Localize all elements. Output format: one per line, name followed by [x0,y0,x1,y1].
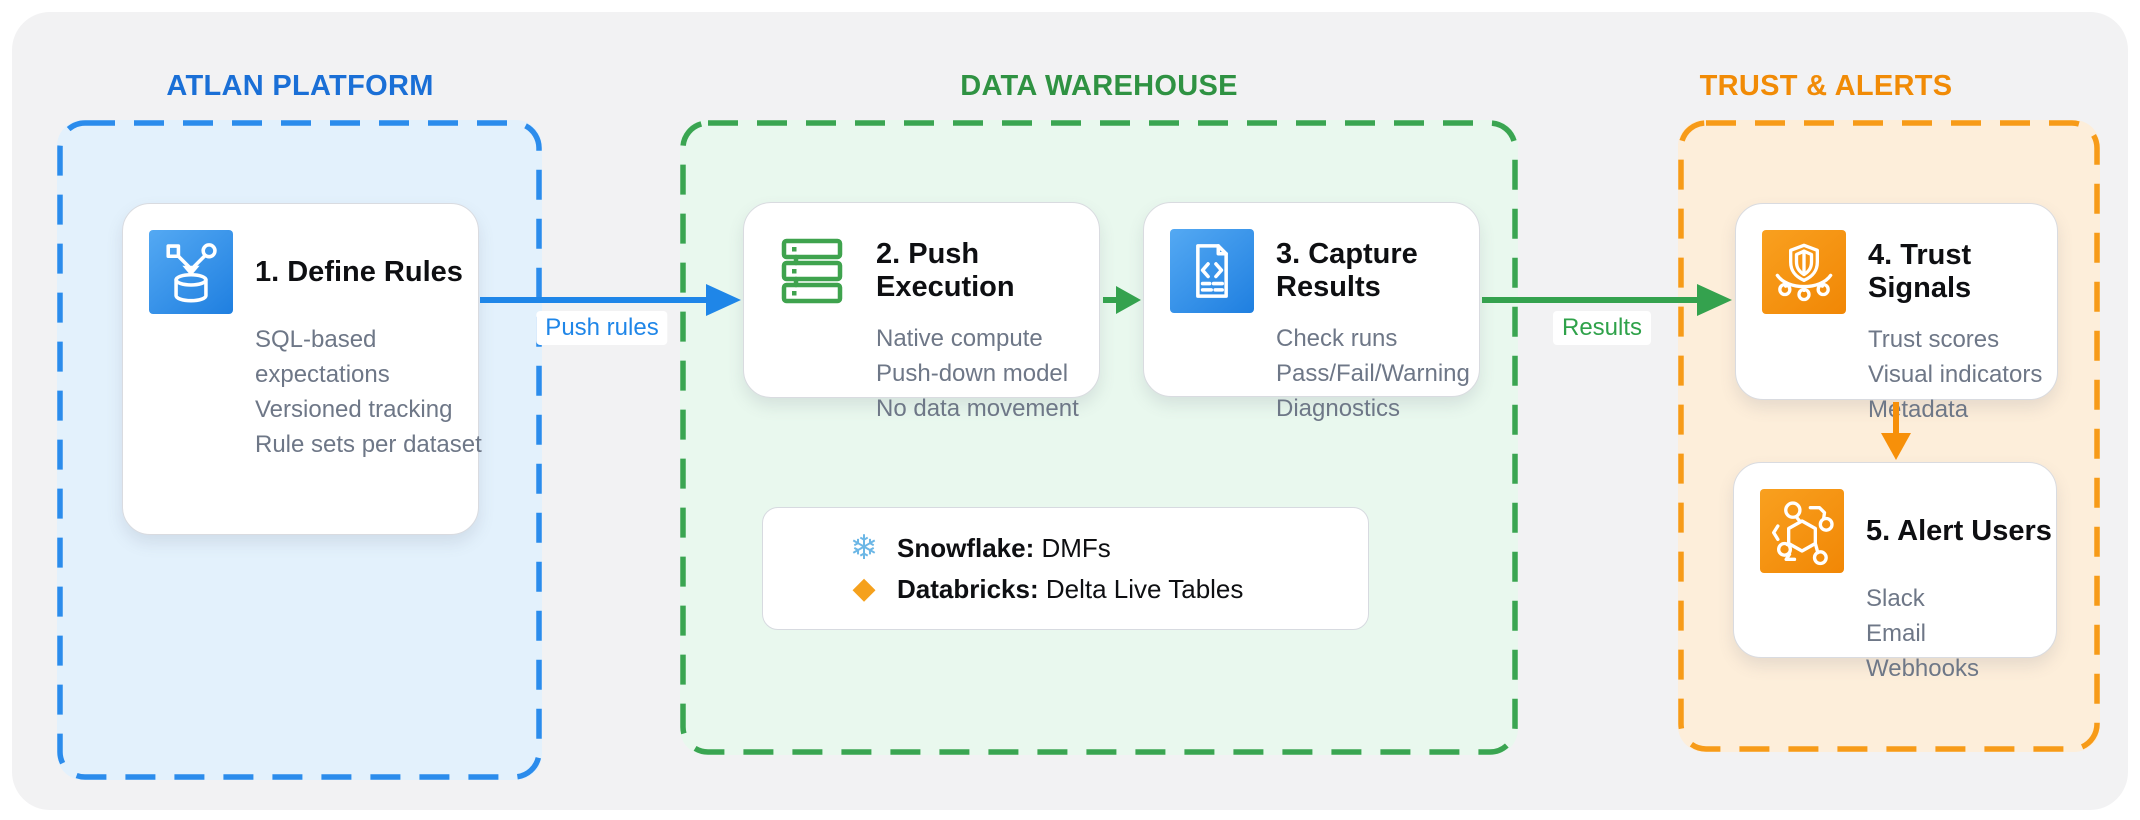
card-capture-results: 3. Capture Results Check runs Pass/Fail/… [1143,202,1480,422]
card-title: 4. Trust Signals [1868,239,1972,304]
card-body-line: Trust scores [1868,326,2000,353]
card-define-rules: 1. Define Rules SQL-based expectations V… [122,203,482,535]
card-body-line: Metadata [1868,396,1969,423]
card-body: SQL-based expectations Versioned trackin… [255,322,482,462]
trust-shield-icon [1762,230,1846,314]
card-body-line: Slack [1866,585,1925,612]
alert-network-icon [1760,489,1844,573]
card-body-line: SQL-based [255,326,377,353]
legend-item-databricks: ◆ Databricks: Delta Live Tables [847,574,1368,605]
card-body-line: No data movement [876,395,1079,422]
card-body-line: Native compute [876,325,1043,352]
card-body: Trust scores Visual indicators Metadata [1868,322,2045,427]
card-body: Slack Email Webhooks [1866,581,2052,686]
card-body-line: expectations [255,361,390,388]
rules-database-icon [149,230,233,314]
card-body-line: Push-down model [876,360,1069,387]
server-stack-icon [770,229,854,313]
card-title: 2. Push Execution [876,238,1015,303]
dashed-border [1678,120,2100,752]
code-document-icon [1170,229,1254,313]
legend-text: Snowflake: DMFs [897,532,1111,563]
section-title-trust-alerts: TRUST & ALERTS [1699,70,1953,102]
card-body-line: Rule sets per dataset [255,431,482,458]
results-label: Results [1552,311,1652,345]
card-title: 1. Define Rules [255,255,463,288]
legend-item-snowflake: ❄ Snowflake: DMFs [847,529,1368,567]
card-title: 5. Alert Users [1866,514,2052,547]
card-push-execution: 2. Push Execution Native compute Push-do… [743,202,1100,422]
push-rules-label: Push rules [536,311,668,345]
card-body-line: Versioned tracking [255,396,453,423]
card-body-line: Visual indicators [1868,361,2043,388]
legend-box: ❄ Snowflake: DMFs ◆ Databricks: Delta Li… [762,507,1369,630]
card-body-line: Pass/Fail/Warning [1276,360,1470,387]
card-body-line: Diagnostics [1276,395,1401,422]
legend-text: Databricks: Delta Live Tables [897,573,1244,604]
snowflake-icon: ❄ [849,529,879,567]
card-body-line: Email [1866,620,1927,647]
databricks-diamond-icon: ◆ [852,572,876,605]
card-title: 3. Capture Results [1276,238,1418,303]
dashed-border [57,120,542,780]
card-body-line: Webhooks [1866,655,1979,682]
card-alert-users: 5. Alert Users Slack Email Webhooks [1733,462,2057,682]
card-body: Check runs Pass/Fail/Warning Diagnostics [1276,321,1470,426]
dashed-border [680,120,1518,755]
section-title-atlan-platform: ATLAN PLATFORM [166,70,434,102]
card-trust-signals: 4. Trust Signals Trust scores Visual ind… [1735,203,2058,423]
section-title-data-warehouse: DATA WAREHOUSE [960,70,1238,102]
card-body-line: Check runs [1276,325,1398,352]
card-body: Native compute Push-down model No data m… [876,321,1087,426]
